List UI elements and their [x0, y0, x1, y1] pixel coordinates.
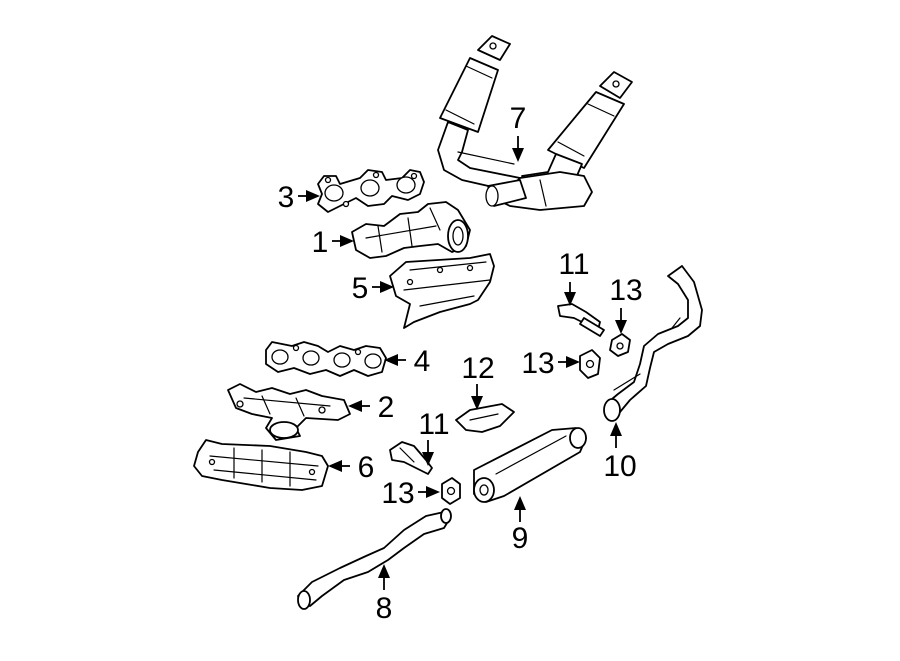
callout-5: 5 — [352, 272, 369, 305]
hanger-bracket-upper — [557, 303, 605, 337]
hanger-bracket-lower — [389, 441, 433, 475]
callout-4: 4 — [414, 345, 431, 378]
callout-2: 2 — [378, 391, 395, 424]
leader-lines — [298, 136, 627, 590]
callout-10: 10 — [603, 450, 636, 483]
heat-shield-upper — [389, 253, 495, 329]
callout-labels: 3 1 5 7 4 2 6 11 13 13 12 11 13 9 10 8 — [278, 102, 643, 625]
callout-11-upper: 11 — [558, 248, 589, 281]
exhaust-manifold-gasket-upper — [317, 169, 425, 213]
muffler — [473, 427, 587, 503]
intermediate-pipe — [297, 508, 452, 610]
callout-6: 6 — [358, 451, 375, 484]
callout-8: 8 — [376, 592, 393, 625]
callout-9: 9 — [512, 522, 529, 555]
insulator-middle — [579, 349, 601, 379]
exhaust-manifold-gasket-lower — [265, 341, 387, 377]
insulator-lower — [441, 477, 461, 505]
callout-3: 3 — [278, 181, 295, 214]
heat-shield-lower — [193, 439, 329, 491]
callout-11-lower: 11 — [418, 408, 449, 441]
y-pipe-catalytic-converters — [437, 35, 633, 211]
exhaust-manifold-upper — [351, 201, 471, 259]
exhaust-manifold-lower — [227, 383, 351, 441]
callout-1: 1 — [312, 226, 329, 259]
insulator-upper-right — [609, 333, 631, 357]
callout-13-lower: 13 — [381, 477, 414, 510]
muffler-heat-shield — [455, 403, 515, 433]
callout-13-middle: 13 — [521, 347, 554, 380]
tailpipe — [603, 265, 703, 422]
callout-7: 7 — [510, 102, 527, 135]
callout-12: 12 — [461, 352, 494, 385]
callout-13-upper: 13 — [609, 274, 642, 307]
